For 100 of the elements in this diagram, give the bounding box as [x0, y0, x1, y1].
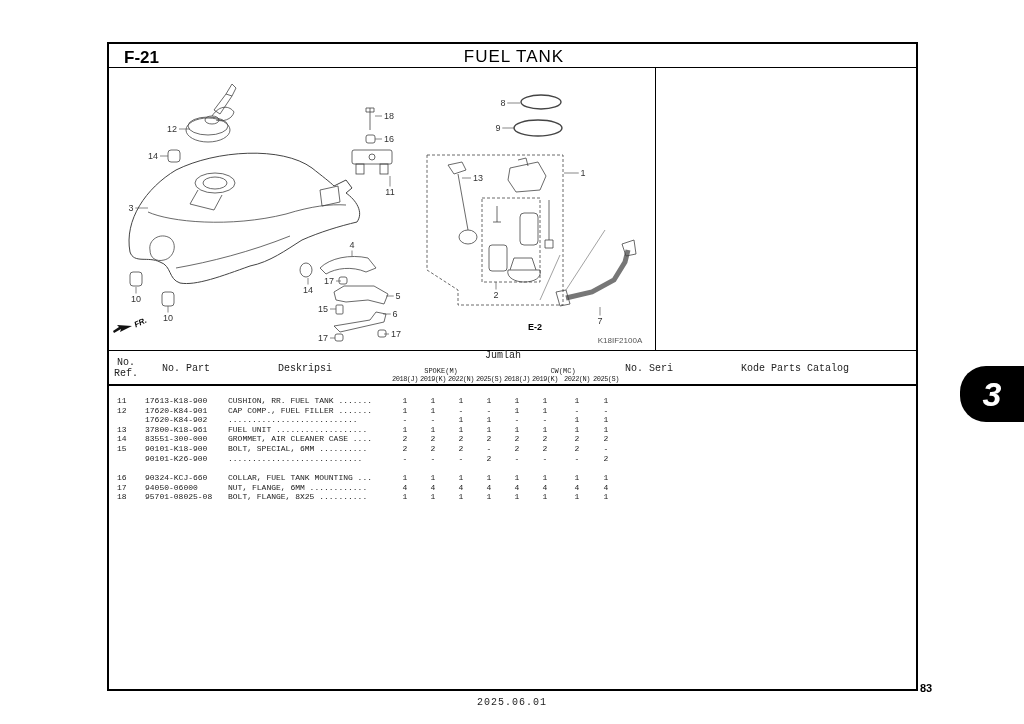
- part-number: 95701-08025-08: [145, 492, 213, 501]
- direction-text: FR.: [132, 315, 149, 330]
- quantity: 2: [458, 434, 464, 443]
- quantity: 4: [603, 483, 609, 492]
- ref-number: 17: [117, 483, 127, 492]
- quantity: 2: [574, 434, 580, 443]
- date-text: 2025.06.01: [477, 696, 547, 710]
- part-number: 17620-K84-902: [145, 415, 208, 424]
- quantity: 1: [603, 415, 609, 424]
- leader-line: [135, 286, 137, 294]
- leader-line: [382, 313, 392, 315]
- quantity: 1: [574, 415, 580, 424]
- leader-line: [167, 305, 169, 313]
- quantity: 1: [402, 492, 408, 501]
- part-description: ...........................: [228, 415, 358, 424]
- leader-line: [385, 295, 395, 297]
- quantity: 1: [486, 415, 492, 424]
- quantity: 2: [514, 444, 520, 453]
- quantity: 2: [486, 454, 492, 463]
- callout-number: 4: [349, 240, 355, 250]
- quantity: 1: [402, 406, 408, 415]
- quantity: 4: [430, 483, 436, 492]
- callout-number: 3: [128, 203, 134, 213]
- quantity: -: [603, 406, 609, 415]
- leader-line: [501, 127, 515, 129]
- drawing-code: K18IF2100A: [597, 336, 643, 345]
- quantity: -: [486, 444, 492, 453]
- callout-number: 10: [131, 294, 141, 304]
- quantity: 2: [514, 434, 520, 443]
- leader-line: [599, 306, 601, 316]
- part-number: 17613-K18-900: [145, 396, 208, 405]
- quantity: 1: [574, 425, 580, 434]
- callout-number: 17: [318, 333, 328, 343]
- quantity: 1: [430, 406, 436, 415]
- callout-number: 15: [318, 304, 328, 314]
- quantity: 1: [603, 473, 609, 482]
- callout-number: 5: [395, 291, 401, 301]
- quantity: 4: [402, 483, 408, 492]
- quantity: 1: [514, 425, 520, 434]
- column-header: Deskripsi: [278, 363, 332, 374]
- quantity: 2: [542, 444, 548, 453]
- quantity: 1: [430, 396, 436, 405]
- quantity: -: [514, 454, 520, 463]
- leader-line: [329, 337, 336, 339]
- quantity: 1: [458, 492, 464, 501]
- quantity: 1: [486, 492, 492, 501]
- page-title: FUEL TANK: [463, 46, 565, 68]
- quantity: 2: [402, 444, 408, 453]
- quantity: -: [486, 406, 492, 415]
- quantity: 1: [514, 406, 520, 415]
- part-description: CUSHION, RR. FUEL TANK .......: [228, 396, 373, 405]
- quantity: 1: [542, 396, 548, 405]
- quantity: 1: [430, 473, 436, 482]
- quantity: 1: [486, 396, 492, 405]
- section-tab: 3: [960, 366, 1024, 422]
- callout-number: 2: [493, 290, 499, 300]
- ref-number: 14: [117, 434, 127, 443]
- callout-number: 11: [385, 187, 395, 197]
- quantity: 2: [486, 434, 492, 443]
- quantity: 2: [542, 434, 548, 443]
- callout-number: 9: [495, 123, 501, 133]
- column-header: Kode Parts Catalog: [741, 363, 849, 374]
- column-header: No. Ref.: [113, 357, 139, 379]
- part-description: COLLAR, FUEL TANK MOUNTING ...: [228, 473, 373, 482]
- quantity: 1: [458, 425, 464, 434]
- leader-line: [374, 115, 383, 117]
- quantity: 4: [574, 483, 580, 492]
- callout-number: 7: [597, 316, 603, 326]
- callout-number: 8: [500, 98, 506, 108]
- callout-number: 18: [384, 111, 394, 121]
- callout-number: 17: [324, 276, 334, 286]
- callout-number: 14: [148, 151, 158, 161]
- quantity: 2: [430, 434, 436, 443]
- quantity: 2: [458, 444, 464, 453]
- quantity: 1: [514, 396, 520, 405]
- quantity: 1: [574, 473, 580, 482]
- column-header: No. Part: [162, 363, 210, 374]
- part-number: 94050-06000: [145, 483, 198, 492]
- column-header: No. Seri: [625, 363, 673, 374]
- quantity: 1: [430, 425, 436, 434]
- quantity: 1: [603, 492, 609, 501]
- leader-line: [374, 138, 383, 140]
- quantity: 2: [402, 434, 408, 443]
- quantity: 2: [430, 444, 436, 453]
- quantity: -: [430, 454, 436, 463]
- leader-line: [495, 281, 497, 290]
- leader-line: [178, 128, 191, 130]
- leader-line: [506, 102, 521, 104]
- quantity: 4: [486, 483, 492, 492]
- part-number: 90101-K18-900: [145, 444, 208, 453]
- quantity: 1: [458, 396, 464, 405]
- ref-number: 16: [117, 473, 127, 482]
- part-description: BOLT, SPECIAL, 6MM ..........: [228, 444, 368, 453]
- callout-number: 1: [580, 168, 586, 178]
- page-number: 83: [920, 681, 933, 696]
- leader-line: [329, 308, 337, 310]
- part-description: CAP COMP., FUEL FILLER .......: [228, 406, 373, 415]
- part-number: 37800-K18-961: [145, 425, 208, 434]
- leader-line: [134, 207, 149, 209]
- leader-line: [351, 250, 353, 257]
